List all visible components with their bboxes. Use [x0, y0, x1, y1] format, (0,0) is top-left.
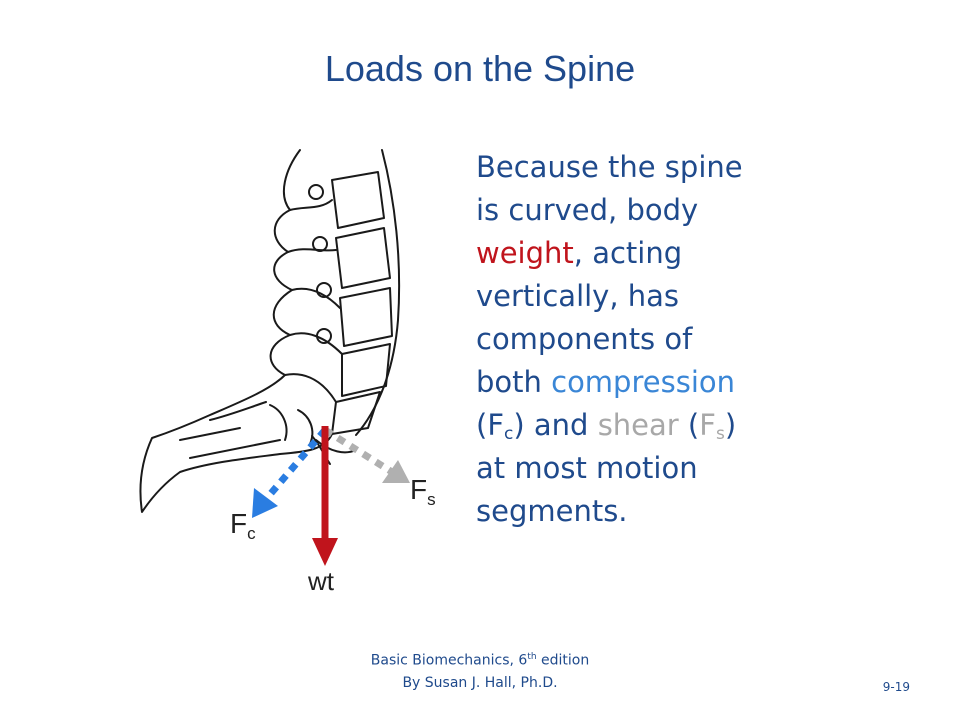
- weight-arrow: [312, 426, 338, 566]
- footer-citation: Basic Biomechanics, 6th edition By Susan…: [370, 652, 590, 691]
- label-wt: wt: [308, 566, 334, 596]
- page-number: 9-19: [882, 680, 910, 694]
- slide-title: Loads on the Spine: [324, 48, 636, 89]
- explanation-text: Because the spine is curved, body weight…: [476, 150, 743, 528]
- shear-force-arrow: [323, 427, 410, 483]
- label-fc: Fc: [230, 508, 256, 543]
- compression-word: compression: [551, 365, 735, 399]
- weight-word: weight: [476, 236, 574, 270]
- shear-word: shear: [597, 408, 679, 442]
- spine-diagram: [139, 149, 410, 566]
- label-fs: Fs: [410, 474, 436, 509]
- compression-force-arrow: [252, 427, 328, 518]
- spine-illustration: [139, 149, 401, 513]
